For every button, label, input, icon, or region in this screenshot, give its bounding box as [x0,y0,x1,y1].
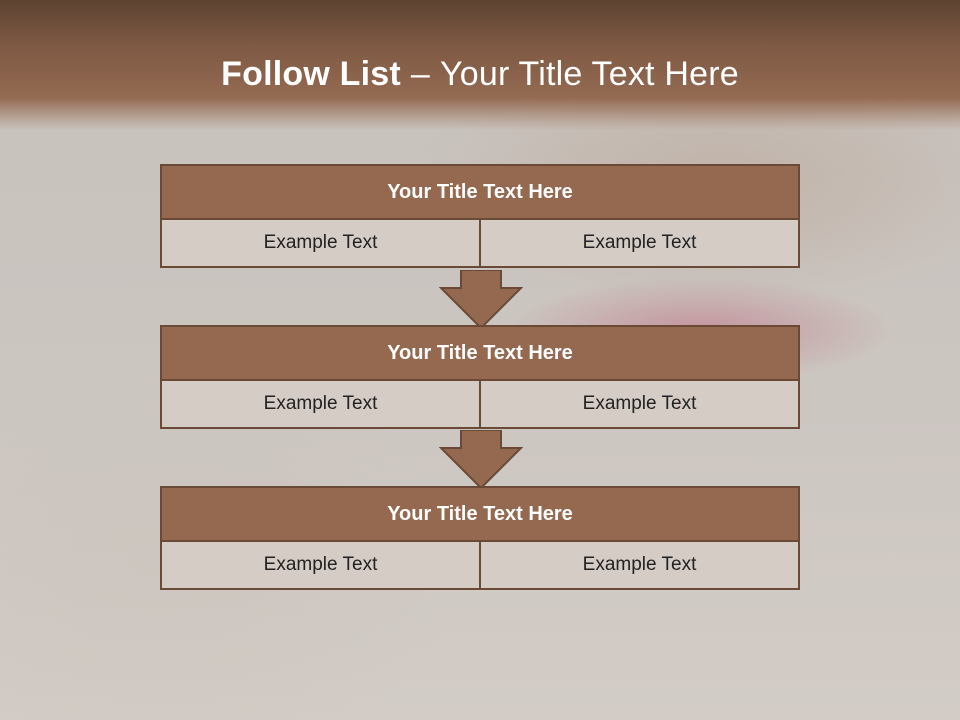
block-title: Your Title Text Here [160,325,800,381]
block-row: Example Text Example Text [160,381,800,429]
block-cell-right: Example Text [479,542,798,588]
slide-title: Follow List–Your Title Text Here [0,55,960,94]
block-cell-left: Example Text [162,220,479,266]
flow-block-3: Your Title Text Here Example Text Exampl… [160,486,800,590]
block-row: Example Text Example Text [160,542,800,590]
title-bold: Follow List [221,55,401,93]
header-band [0,0,960,130]
block-cell-right: Example Text [479,220,798,266]
down-arrow-icon [439,430,523,490]
title-rest: Your Title Text Here [440,55,739,93]
block-title: Your Title Text Here [160,486,800,542]
block-row: Example Text Example Text [160,220,800,268]
block-cell-left: Example Text [162,381,479,427]
title-dash: – [410,55,431,93]
block-title: Your Title Text Here [160,164,800,220]
down-arrow-icon [439,270,523,330]
block-cell-right: Example Text [479,381,798,427]
flow-block-1: Your Title Text Here Example Text Exampl… [160,164,800,268]
flow-block-2: Your Title Text Here Example Text Exampl… [160,325,800,429]
block-cell-left: Example Text [162,542,479,588]
